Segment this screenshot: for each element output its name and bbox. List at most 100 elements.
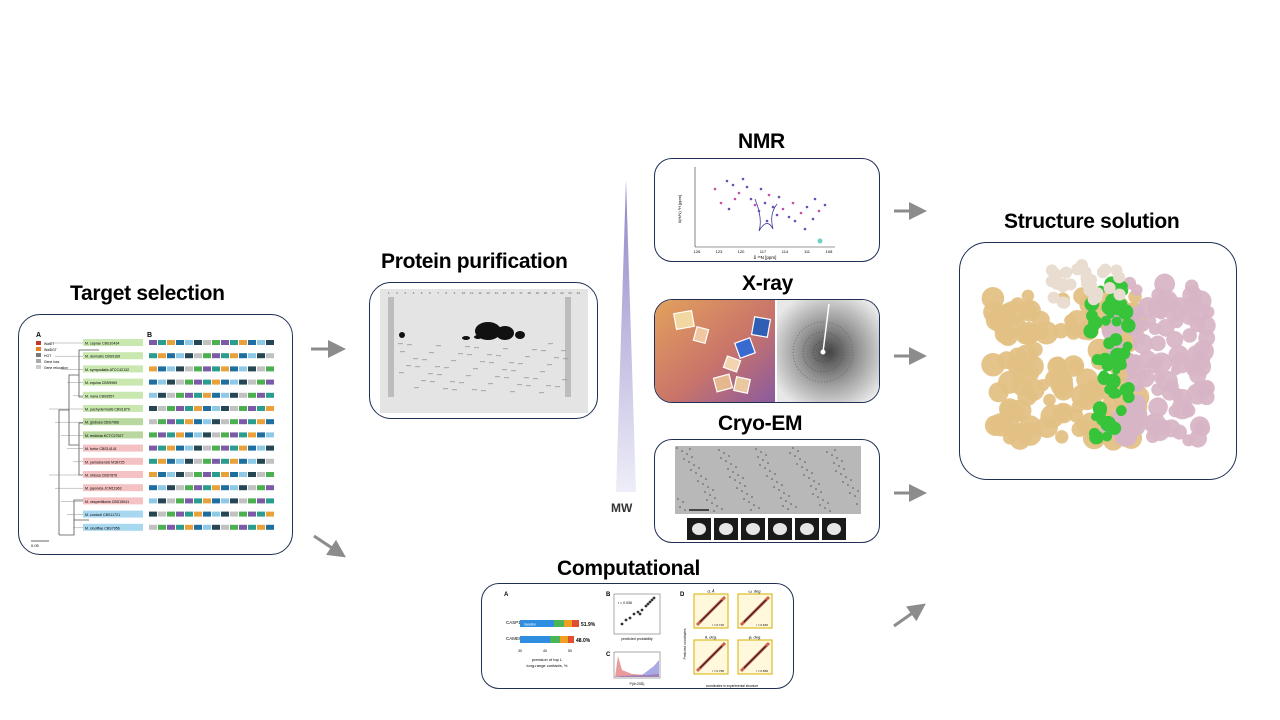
legend: WalDT WalDGT HGT Gene loss Gene relocati… (36, 341, 68, 370)
svg-text:14: 14 (495, 291, 499, 295)
svg-text:HGT: HGT (44, 354, 51, 358)
tree (58, 349, 99, 536)
nmr-x-label: δ ¹⁵N [ppm] (754, 255, 777, 260)
species-label: M. vespertilionis CBS15041 (85, 500, 129, 504)
nmr-y-label: δ(H/N) ¹H [ppm] (677, 195, 682, 223)
species-label: M. restricta KCTC27527 (85, 434, 124, 438)
svg-text:15: 15 (503, 291, 507, 295)
svg-text:r = 0.646: r = 0.646 (756, 623, 768, 627)
svg-text:10: 10 (462, 291, 466, 295)
svg-text:20: 20 (544, 291, 548, 295)
svg-text:8: 8 (445, 291, 447, 295)
svg-text:P(d<20Å): P(d<20Å) (630, 681, 645, 686)
svg-text:108: 108 (826, 249, 833, 254)
svg-text:predicted probability: predicted probability (621, 637, 653, 641)
species-label: M. japonica JCM11963 (85, 487, 122, 491)
svg-text:5: 5 (421, 291, 423, 295)
species-label: M. equina CBS9969 (85, 381, 117, 385)
svg-text:r = 0.768: r = 0.768 (712, 669, 724, 673)
species-label: M. obtusa CBS7876 (85, 474, 117, 478)
species-label: M. caprae CBS10434 (85, 342, 119, 346)
svg-text:50: 50 (568, 649, 572, 653)
svg-text:126: 126 (694, 249, 701, 254)
svg-text:long-range contacts, %: long-range contacts, % (527, 663, 568, 668)
species-label: M. nana CBS9557 (85, 394, 114, 398)
scale-bar-label: 0.05 (31, 543, 40, 548)
svg-text:θ, deg.: θ, deg. (705, 635, 717, 640)
species-label: M. furfur CBS14141 (85, 447, 117, 451)
svg-text:123: 123 (716, 249, 723, 254)
xray-images (655, 300, 879, 402)
row-casp13: CASP13 (506, 620, 524, 625)
title-cryo-em: Cryo-EM (718, 412, 803, 435)
species-label: M. yamatoensis M1B725 (85, 460, 125, 464)
computational-panel: A CASP13 CAMEO baseline 51.9% 48.0% 30 4… (481, 583, 794, 689)
svg-text:11: 11 (470, 291, 473, 295)
xray-panel (654, 299, 880, 403)
svg-text:baseline: baseline (524, 623, 536, 627)
species-label: M. slooffiae CBS7956 (85, 526, 120, 530)
phylogeny-figure: A B WalDT WalDGT HGT Gene loss Gene relo… (31, 332, 274, 548)
svg-text:r = 0.716: r = 0.716 (712, 623, 724, 627)
svg-text:r = 0.936: r = 0.936 (618, 601, 632, 605)
svg-text:9: 9 (454, 291, 456, 295)
svg-text:111: 111 (804, 249, 811, 254)
value-casp13: 51.9% (581, 622, 596, 628)
title-computational: Computational (557, 557, 701, 580)
svg-text:114: 114 (782, 249, 789, 254)
structure-solution-panel (959, 242, 1237, 480)
svg-text:WalDGT: WalDGT (44, 348, 57, 352)
cryo-em-micrograph (675, 446, 861, 540)
title-nmr: NMR (738, 130, 785, 153)
svg-text:30: 30 (518, 649, 522, 653)
svg-text:21: 21 (552, 291, 556, 295)
svg-text:6: 6 (429, 291, 431, 295)
svg-text:1: 1 (388, 291, 390, 295)
svg-text:Predicted coordinates: Predicted coordinates (683, 628, 687, 659)
svg-text:22: 22 (560, 291, 564, 295)
svg-text:120: 120 (738, 249, 745, 254)
species-label: M. dermatis CBS9169 (85, 355, 120, 359)
svg-text:ω, deg.: ω, deg. (748, 589, 761, 594)
svg-text:12: 12 (478, 291, 482, 295)
svg-text:2: 2 (396, 291, 398, 295)
label-b: B (147, 332, 152, 339)
svg-text:WalDT: WalDT (44, 342, 54, 346)
protein-complex-surface (981, 259, 1216, 451)
svg-text:7: 7 (437, 291, 439, 295)
svg-text:Gene relocation: Gene relocation (44, 366, 68, 370)
svg-text:16: 16 (511, 291, 515, 295)
title-target-selection: Target selection (70, 282, 225, 305)
arrow-computational-to-structure (893, 603, 926, 628)
svg-text:coordinates in experimental st: coordinates in experimental structure (706, 684, 758, 688)
svg-text:18: 18 (527, 291, 531, 295)
label-a: A (36, 332, 41, 339)
cryo-em-panel (654, 439, 880, 543)
computational-figure: A CASP13 CAMEO baseline 51.9% 48.0% 30 4… (504, 589, 773, 688)
species-label: M. pachydermatis CBS1879 (85, 408, 130, 412)
svg-text:13: 13 (486, 291, 490, 295)
arrow-target-to-computational (313, 534, 346, 558)
svg-text:23: 23 (568, 291, 572, 295)
row-cameo: CAMEO (506, 636, 523, 641)
svg-text:24: 24 (577, 291, 581, 295)
bar-casp13 (520, 620, 579, 627)
title-structure-solution: Structure solution (1004, 210, 1180, 233)
species-label: M. cuniculi CBS11721 (85, 513, 120, 517)
svg-text:d, Å: d, Å (707, 589, 714, 594)
svg-text:C: C (606, 652, 611, 658)
species-label: M. sympodialis ATCC42132 (85, 368, 129, 372)
svg-text:Gene loss: Gene loss (44, 360, 60, 364)
svg-text:r = 0.659: r = 0.659 (756, 669, 768, 673)
svg-text:19: 19 (536, 291, 540, 295)
mw-label: MW (611, 501, 633, 515)
svg-text:17: 17 (519, 291, 523, 295)
title-xray: X-ray (742, 272, 794, 295)
target-selection-panel: A B WalDT WalDGT HGT Gene loss Gene relo… (18, 314, 293, 555)
bar-cameo (520, 636, 574, 643)
svg-text:B: B (606, 592, 611, 598)
